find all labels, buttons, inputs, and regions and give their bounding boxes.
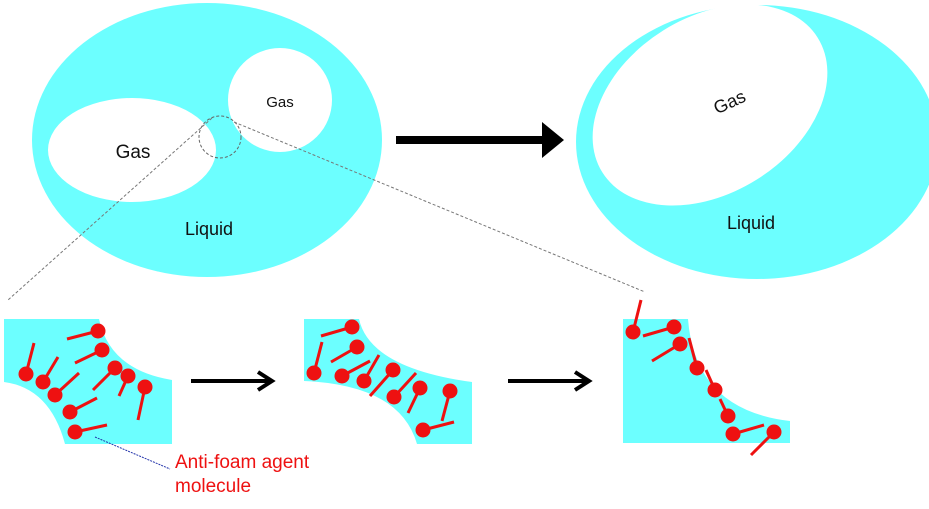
molecule-group-3 (625, 299, 782, 457)
zoom-guide-line-right (233, 121, 646, 293)
zoom-circle (198, 115, 242, 159)
gas-bubble-merged (592, 4, 828, 206)
molecule-head (385, 362, 401, 378)
anti-foam-molecule (35, 356, 60, 390)
anti-foam-molecule (725, 423, 765, 442)
molecule-head (415, 422, 431, 438)
liquid-label-right: Liquid (727, 213, 775, 233)
molecule-head (689, 360, 705, 376)
anti-foam-molecule (386, 371, 418, 405)
molecule-head (120, 368, 136, 384)
anti-foam-molecule (320, 319, 360, 338)
anti-foam-molecule (406, 380, 428, 414)
anti-foam-molecule (334, 359, 371, 384)
gas-label-left: Gas (116, 142, 151, 163)
molecule-head (672, 336, 688, 352)
anti-foam-molecule (625, 299, 643, 340)
gas-bubble-right (228, 48, 332, 152)
anti-foam-molecule (67, 423, 108, 440)
anti-foam-molecule (117, 368, 136, 397)
top-right-system: Gas Liquid (576, 4, 929, 279)
liquid-film-2 (304, 319, 472, 444)
molecule-head (62, 404, 78, 420)
annotation-pointer-line (94, 436, 171, 470)
anti-foam-molecule (687, 337, 705, 376)
anti-foam-molecule (47, 371, 81, 403)
molecule-group-2 (306, 319, 458, 438)
molecule-head (67, 424, 83, 440)
molecule-head (707, 382, 723, 398)
anti-foam-molecule (651, 336, 688, 363)
zoom-guide-line-left (7, 117, 213, 301)
annotation-line-2: molecule (175, 476, 251, 497)
anti-foam-molecule (356, 354, 381, 389)
anti-foam-molecule (749, 424, 782, 457)
anti-foam-molecule (306, 341, 324, 381)
molecule-head (35, 374, 51, 390)
molecule-head (47, 387, 63, 403)
anti-foam-molecule (91, 360, 123, 392)
small-arrow-2 (508, 370, 593, 392)
liquid-film-3 (623, 319, 790, 443)
molecule-head (306, 365, 322, 381)
anti-foam-molecule (136, 379, 153, 421)
molecule-head (725, 426, 741, 442)
film-stage-3 (623, 299, 790, 457)
molecule-head (356, 373, 372, 389)
anti-foam-molecule (66, 323, 106, 341)
top-left-system: Gas Gas Liquid (32, 3, 382, 277)
film-stage-1 (4, 319, 172, 444)
molecule-group-1 (18, 323, 153, 440)
liquid-label-left: Liquid (185, 219, 233, 239)
anti-foam-molecule (330, 339, 365, 364)
gas-bubble-left (48, 98, 216, 202)
anti-foam-molecule (62, 396, 98, 420)
molecule-head (442, 383, 458, 399)
anti-foam-molecule (642, 319, 682, 338)
molecule-head (334, 368, 350, 384)
anti-foam-molecule (704, 369, 723, 398)
molecule-head (720, 408, 736, 424)
molecule-head (344, 319, 360, 335)
molecule-head (666, 319, 682, 335)
molecule-head (94, 342, 110, 358)
molecule-head (107, 360, 123, 376)
anti-foam-molecule (74, 342, 110, 365)
film-stage-2 (304, 319, 472, 444)
molecule-head (137, 379, 153, 395)
anti-foam-molecule (718, 398, 736, 424)
anti-foam-molecule (18, 342, 36, 382)
anti-foam-molecule (440, 383, 458, 422)
big-transition-arrow (396, 122, 564, 158)
molecule-head (766, 424, 782, 440)
molecule-head (18, 366, 34, 382)
liquid-film-1 (4, 319, 172, 444)
anti-foam-molecule (415, 420, 455, 438)
molecule-head (412, 380, 428, 396)
gas-label-right: Gas (266, 94, 294, 111)
molecule-head (625, 324, 641, 340)
molecule-head (386, 389, 402, 405)
anti-foam-molecule (368, 362, 401, 397)
annotation-line-1: Anti-foam agent (175, 452, 310, 473)
small-arrow-1 (191, 370, 276, 392)
molecule-head (90, 323, 106, 339)
molecule-head (349, 339, 365, 355)
